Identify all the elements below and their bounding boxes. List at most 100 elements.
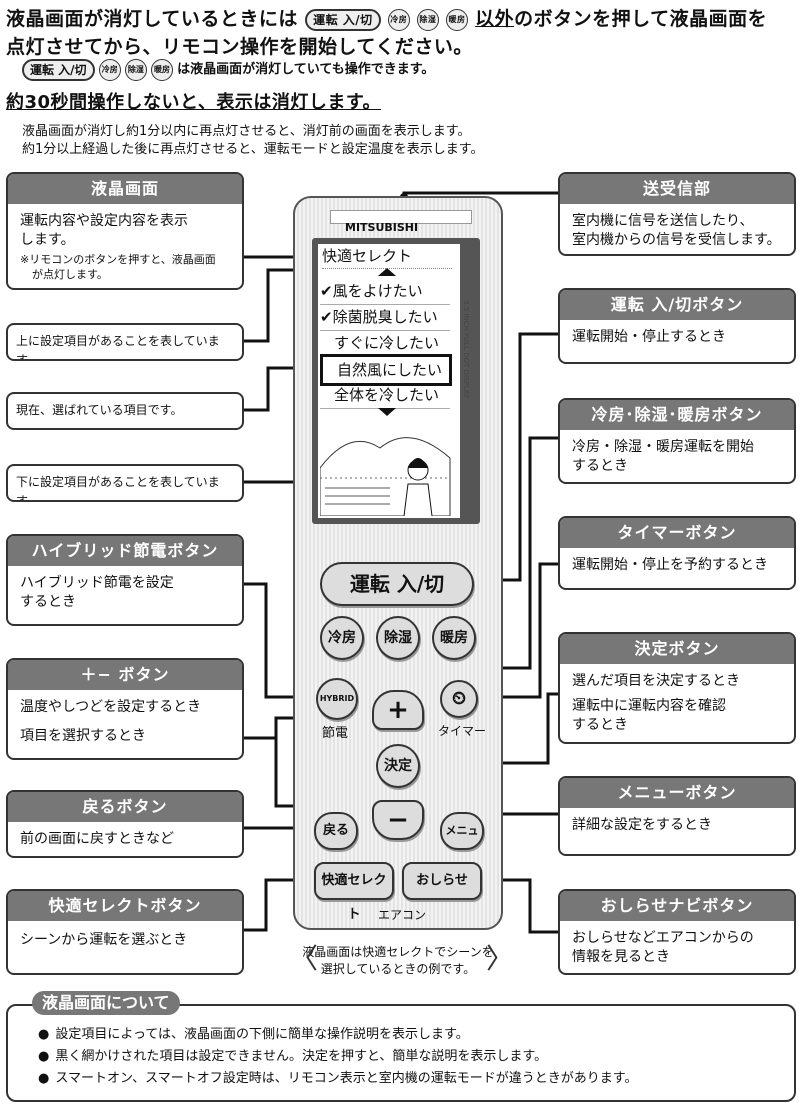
card-decide: 決定ボタン 選んだ項目を決定するとき 運転中に運転内容を確認 するとき: [558, 632, 796, 744]
card-lcd-title: 液晶画面: [8, 174, 242, 204]
card-back-body: 前の画面に戻すときなど: [20, 831, 174, 847]
header-text-c: のボタンを押して液晶画面を: [514, 8, 768, 30]
card-plusminus-title: ＋− ボタン: [8, 660, 242, 690]
card-power-body: 運転開始・停止するとき: [572, 329, 726, 345]
card-timer-title: タイマーボタン: [560, 518, 794, 548]
lcd-side-label: 3.5 INCH FULL DOT DISPLAY: [462, 300, 470, 399]
comfort-select-button[interactable]: 快適セレクト: [314, 862, 394, 922]
card-power: 運転 入/切ボタン 運転開始・停止するとき: [558, 288, 796, 364]
card-back: 戻るボタン 前の画面に戻すときなど: [6, 790, 244, 858]
remote-caption: 液晶画面は快適セレクトでシーンを 選択しているときの例です。: [292, 944, 504, 978]
header-line6: 約1分以上経過した後に再点灯させると、運転モードと設定温度を表示します。: [22, 142, 484, 157]
heat-button[interactable]: 暖房: [432, 616, 476, 660]
signal-window: [330, 210, 472, 224]
card-lcd-body2: します。: [20, 232, 75, 248]
card-mode-body1: 冷房・除湿・暖房運転を開始: [572, 439, 754, 455]
card-mode: 冷房･除湿･暖房ボタン 冷房・除湿・暖房運転を開始 するとき: [558, 398, 796, 484]
card-signal: 送受信部 室内機に信号を送信したり、 室内機からの信号を受信します。: [558, 172, 796, 256]
card-back-title: 戻るボタン: [8, 792, 242, 822]
card-mode-title: 冷房･除湿･暖房ボタン: [560, 400, 794, 430]
about-item-2: 黒く網かけされた項目は設定できません。決定を押すと、簡単な説明を表示します。: [38, 1046, 638, 1068]
card-plusminus: ＋− ボタン 温度やしつどを設定するとき 項目を選択するとき: [6, 658, 244, 760]
hybrid-label: 節電: [322, 726, 349, 741]
lcd-item-selected: 自然風にしたい: [320, 354, 452, 386]
card-notice: おしらせナビボタン おしらせなどエアコンからの 情報を見るとき: [558, 889, 796, 975]
card-current-body: 現在、選ばれている項目です。: [16, 403, 183, 417]
card-menu-title: メニューボタン: [560, 778, 794, 808]
card-lcd-note1: ※リモコンのボタンを押すと、液晶画面: [20, 253, 216, 266]
cool-button[interactable]: 冷房: [320, 616, 364, 660]
lcd-scene-illustration: [320, 437, 451, 516]
header-text-a: 液晶画面が消灯しているときには: [6, 8, 298, 30]
menu-button[interactable]: メニュー: [440, 812, 484, 871]
caption-line1: 液晶画面は快適セレクトでシーンを: [302, 945, 494, 959]
card-decide-body2: 運転中に運転内容を確認: [572, 698, 726, 714]
card-below: 下に設定項目があることを表しています。: [6, 464, 244, 502]
header-line1: 液晶画面が消灯しているときには 運転 入/切 冷房 除湿 暖房 以外のボタンを押…: [6, 4, 767, 31]
card-plusminus-body2: 項目を選択するとき: [20, 728, 146, 744]
header-line3-text: は液晶画面が消灯していても操作できます。: [177, 62, 435, 77]
card-lcd: 液晶画面 運転内容や設定内容を表示 します。 ※リモコンのボタンを押すと、液晶画…: [6, 172, 244, 290]
card-select-body: シーンから運転を選ぶとき: [20, 932, 188, 948]
notice-navi-button[interactable]: おしらせ: [402, 862, 482, 900]
about-lcd-box: 設定項目によっては、液晶画面の下側に簡単な操作説明を表示します。 黒く網かけされ…: [6, 1004, 796, 1102]
header-line2: 点灯させてから、リモコン操作を開始してください。: [6, 36, 473, 58]
card-plusminus-body1: 温度やしつどを設定するとき: [20, 699, 202, 715]
card-signal-title: 送受信部: [560, 174, 794, 204]
card-above-body: 上に設定項目があることを表しています。: [16, 334, 220, 361]
card-mode-body2: するとき: [572, 458, 628, 474]
card-signal-body2: 室内機からの信号を受信します。: [572, 232, 781, 248]
card-select: 快適セレクトボタン シーンから運転を選ぶとき: [6, 889, 244, 975]
lcd-item: ✔風をよけたい: [320, 278, 450, 305]
header-except: 以外: [475, 8, 515, 30]
lcd-item: ✔除菌脱臭したい: [320, 304, 450, 331]
decide-button[interactable]: 決定: [376, 744, 420, 788]
about-lcd-title: 液晶画面について: [32, 991, 180, 1015]
card-power-title: 運転 入/切ボタン: [560, 290, 794, 320]
card-lcd-body1: 運転内容や設定内容を表示: [20, 213, 188, 229]
timer-button[interactable]: ⏲: [440, 680, 478, 718]
card-decide-body3: するとき: [572, 717, 628, 733]
caption-left-bracket-icon: 〈: [290, 942, 319, 975]
card-hybrid-title: ハイブリッド節電ボタン: [8, 536, 242, 566]
lcd-up-arrow-icon: [378, 268, 396, 276]
power-button[interactable]: 運転 入/切: [320, 562, 474, 606]
hybrid-button[interactable]: HYBRID: [316, 678, 358, 720]
about-item-3: スマートオン、スマートオフ設定時は、リモコン表示と室内機の運転モードが違うときが…: [38, 1068, 637, 1090]
card-current: 現在、選ばれている項目です。: [6, 392, 244, 430]
lcd-item: 全体を冷したい: [320, 382, 450, 409]
card-menu: メニューボタン 詳細な設定をするとき: [558, 776, 796, 856]
dry-circle: 除湿: [416, 8, 439, 31]
dry-button[interactable]: 除湿: [376, 616, 420, 660]
card-decide-title: 決定ボタン: [560, 634, 794, 664]
lcd-title: 快適セレクト: [322, 244, 452, 269]
card-hybrid-body1: ハイブリッド節電を設定: [20, 575, 174, 591]
power-pill: 運転 入/切: [305, 8, 381, 31]
heat-circle: 暖房: [446, 8, 468, 31]
header-line4: 約30秒間操作しないと、表示は消灯します。: [6, 92, 382, 113]
caption-right-bracket-icon: 〉: [486, 942, 515, 975]
cool-circle-2: 冷房: [98, 58, 121, 81]
card-notice-body1: おしらせなどエアコンからの: [572, 930, 754, 946]
card-below-body: 下に設定項目があることを表しています。: [16, 475, 220, 502]
card-above: 上に設定項目があることを表しています。: [6, 323, 244, 361]
remote-brand: MITSUBISHI: [345, 221, 419, 234]
timer-icon: ⏲: [451, 688, 467, 709]
card-timer: タイマーボタン 運転開始・停止を予約するとき: [558, 516, 796, 590]
header-line3: 運転 入/切 冷房 除湿 暖房 は液晶画面が消灯していても操作できます。: [22, 58, 434, 81]
card-timer-body: 運転開始・停止を予約するとき: [572, 557, 768, 573]
caption-line2: 選択しているときの例です。: [320, 962, 476, 976]
lcd-item: すぐに冷したい: [320, 330, 450, 357]
dry-circle-2: 除湿: [124, 58, 147, 81]
card-notice-body2: 情報を見るとき: [572, 949, 670, 965]
power-pill-2: 運転 入/切: [22, 58, 95, 81]
card-menu-body: 詳細な設定をするとき: [572, 817, 712, 833]
plus-button[interactable]: +: [372, 690, 424, 730]
card-select-title: 快適セレクトボタン: [8, 891, 242, 921]
back-button[interactable]: 戻る: [314, 812, 358, 850]
card-hybrid: ハイブリッド節電ボタン ハイブリッド節電を設定 するとき: [6, 534, 244, 626]
lcd-down-arrow-icon: [378, 408, 396, 416]
minus-button[interactable]: −: [372, 800, 424, 840]
card-lcd-note2: が点灯します。: [32, 268, 108, 281]
remote-footer-label: エアコン: [378, 908, 427, 922]
